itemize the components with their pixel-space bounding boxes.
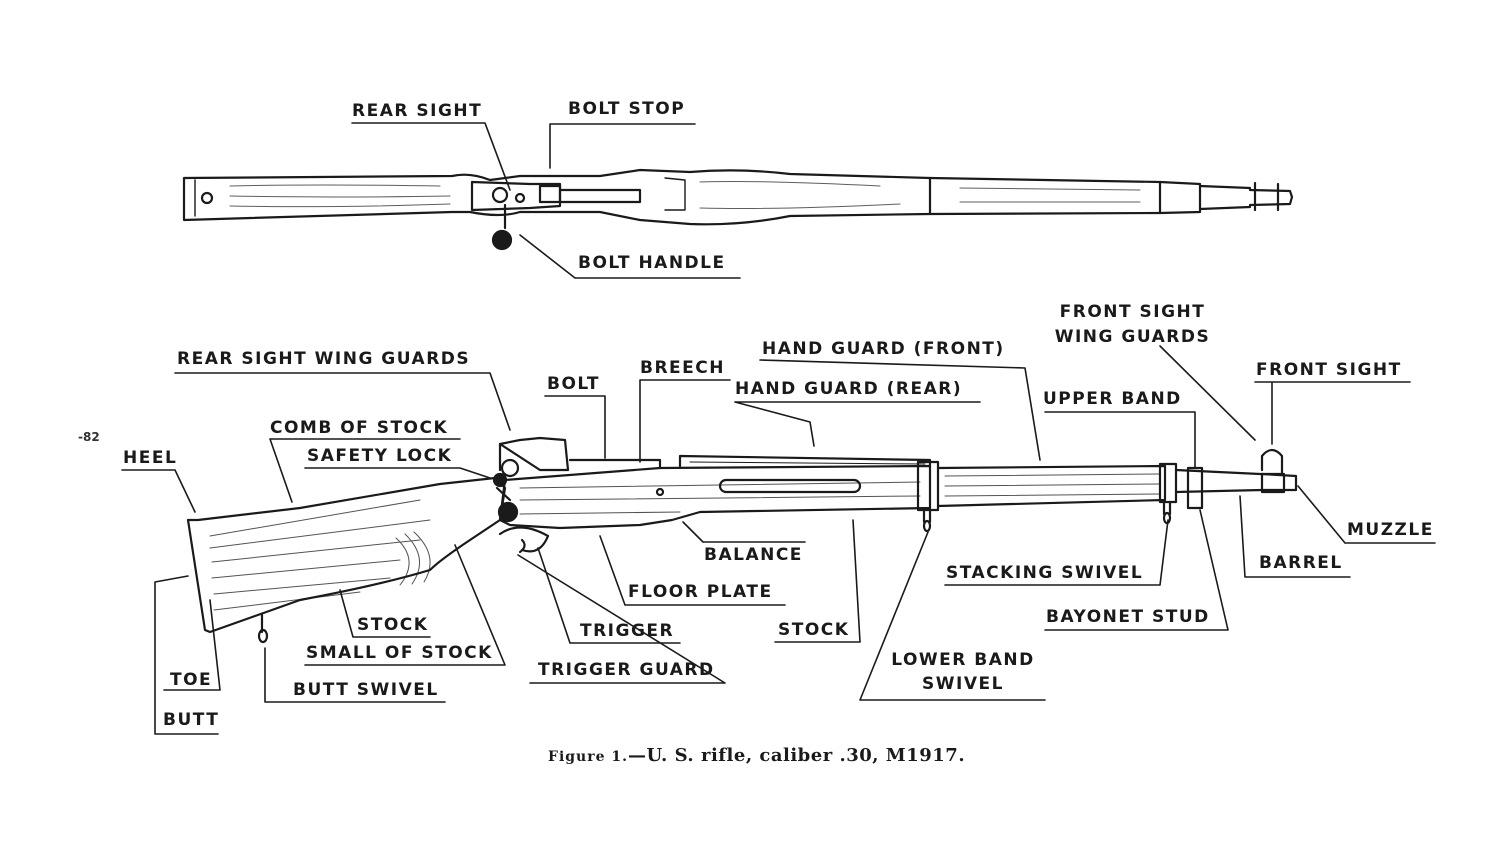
label-comb-of-stock: COMB OF STOCK <box>270 418 449 438</box>
page-mark: -82 <box>78 430 100 444</box>
top-stock-outline <box>182 168 1202 226</box>
label-muzzle: MUZZLE <box>1347 520 1434 540</box>
label-stock-front: STOCK <box>778 620 850 640</box>
label-bolt-handle: BOLT HANDLE <box>578 253 726 273</box>
label-safety-lock: SAFETY LOCK <box>307 446 453 466</box>
label-barrel: BARREL <box>1259 553 1343 573</box>
leader-lines <box>121 122 1436 735</box>
label-butt-swivel: BUTT SWIVEL <box>293 680 439 700</box>
top-barrel <box>1198 184 1294 211</box>
figure-number: Figure 1. <box>548 749 628 765</box>
figure-caption: Figure 1.—U. S. rifle, caliber .30, M191… <box>548 745 965 766</box>
label-hand-guard-front: HAND GUARD (FRONT) <box>762 339 1005 359</box>
label-bayonet-stud: BAYONET STUD <box>1046 607 1210 627</box>
label-bolt: BOLT <box>547 374 601 394</box>
label-breech: BREECH <box>640 358 725 378</box>
label-upper-band: UPPER BAND <box>1043 389 1182 409</box>
side-stock-front <box>936 464 1167 508</box>
rifle-top-view <box>182 168 1294 251</box>
label-rear-sight: REAR SIGHT <box>352 101 483 121</box>
label-front-sight-wing-guards-line2: WING GUARDS <box>1054 327 1211 347</box>
label-trigger: TRIGGER <box>580 621 675 641</box>
label-lower-band-swivel-line2: SWIVEL <box>922 674 1004 694</box>
label-stock-rear: STOCK <box>357 615 429 635</box>
label-rear-sight-wing-guards: REAR SIGHT WING GUARDS <box>177 349 471 369</box>
label-front-sight-wing-guards-line1: FRONT SIGHT <box>1059 302 1206 322</box>
label-heel: HEEL <box>123 448 178 468</box>
label-hand-guard-rear: HAND GUARD (REAR) <box>735 379 963 399</box>
label-front-sight: FRONT SIGHT <box>1256 360 1402 380</box>
label-bolt-stop: BOLT STOP <box>568 99 686 119</box>
rifle-side-view <box>186 436 1298 644</box>
label-floor-plate: FLOOR PLATE <box>628 582 773 602</box>
side-stock-butt <box>186 476 507 634</box>
label-small-of-stock: SMALL OF STOCK <box>306 643 493 663</box>
label-butt: BUTT <box>163 710 220 730</box>
side-stock-fore <box>498 464 932 530</box>
label-toe: TOE <box>170 670 213 690</box>
label-lower-band-swivel-line1: LOWER BAND <box>891 650 1035 670</box>
label-stacking-swivel: STACKING SWIVEL <box>946 563 1144 583</box>
label-trigger-guard: TRIGGER GUARD <box>538 660 715 680</box>
label-balance: BALANCE <box>704 545 803 565</box>
figure-caption-text: —U. S. rifle, caliber .30, M1917. <box>628 745 966 766</box>
